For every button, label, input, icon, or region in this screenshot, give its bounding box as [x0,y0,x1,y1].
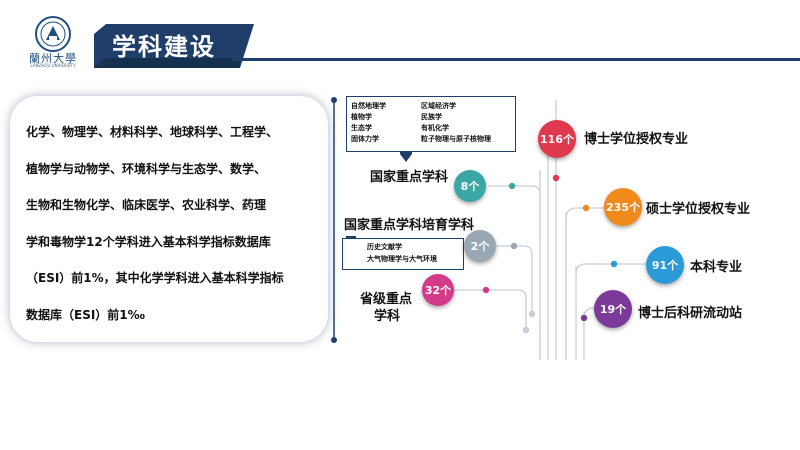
summary-line: 植物学与动物学、环境科学与生态学、数学、 [26,161,267,176]
provincial-count-badge: 32个 [422,274,454,306]
undergrad-count-badge: 91个 [646,246,684,284]
national-cultivation-label: 国家重点学科培育学科 [344,218,475,233]
summary-line: 数据库（ESI）前1‰ [26,307,145,322]
master-label: 硕士学位授权专业 [646,202,751,217]
subject-item: 固体力学 [351,135,379,143]
subject-item: 历史文献学 [367,243,402,251]
provincial-label-line1: 省级重点 [360,292,413,307]
national-key-label: 国家重点学科 [370,170,449,185]
doctoral-label: 博士学位授权专业 [584,132,689,147]
subject-item: 大气物理学与大气环境 [367,255,437,263]
page-title: 学科建设 [112,33,216,61]
summary-panel [10,96,328,342]
university-emblem-icon [35,16,71,52]
title-banner [94,24,254,68]
summary-text: 化学、物理学、材料科学、地球科学、工程学、 植物学与动物学、环境科学与生态学、数… [26,114,316,334]
national-key-subjects-box: 自然地理学 植物学 生态学 固体力学 区域经济学 民族学 有机化学 粒子物理与原… [346,96,516,152]
summary-line: 学和毒物学12个学科进入基本科学指标数据库 [26,234,271,249]
postdoc-count-badge: 19个 [594,290,632,328]
university-logo-subtext: LANZHOU UNIVERSITY [30,63,76,68]
cultivation-subjects-box: 历史文献学 大气物理学与大气环境 [342,238,464,270]
undergrad-label: 本科专业 [690,260,743,275]
doctoral-count-badge: 116个 [538,120,576,158]
subject-item: 有机化学 [421,124,449,132]
subject-item: 植物学 [351,113,372,121]
postdoc-label: 博士后科研流动站 [638,306,743,321]
subject-item: 粒子物理与原子核物理 [421,135,491,143]
national-key-count-badge: 8个 [454,170,486,202]
cultivation-count-badge: 2个 [464,230,496,262]
university-logo-text: 蘭州大學 [29,52,77,65]
subject-item: 区域经济学 [421,102,456,110]
master-count-badge: 235个 [604,188,642,226]
summary-line: 生物和生物化学、临床医学、农业科学、药理 [26,198,267,213]
provincial-label-line2: 学科 [374,309,401,324]
subject-item: 自然地理学 [351,102,386,110]
summary-line: （ESI）前1%，其中化学学科进入基本科学指标 [26,271,284,286]
subject-item: 生态学 [351,124,372,132]
header-divider [232,58,800,61]
summary-line: 化学、物理学、材料科学、地球科学、工程学、 [26,125,279,139]
subject-item: 民族学 [421,113,442,121]
